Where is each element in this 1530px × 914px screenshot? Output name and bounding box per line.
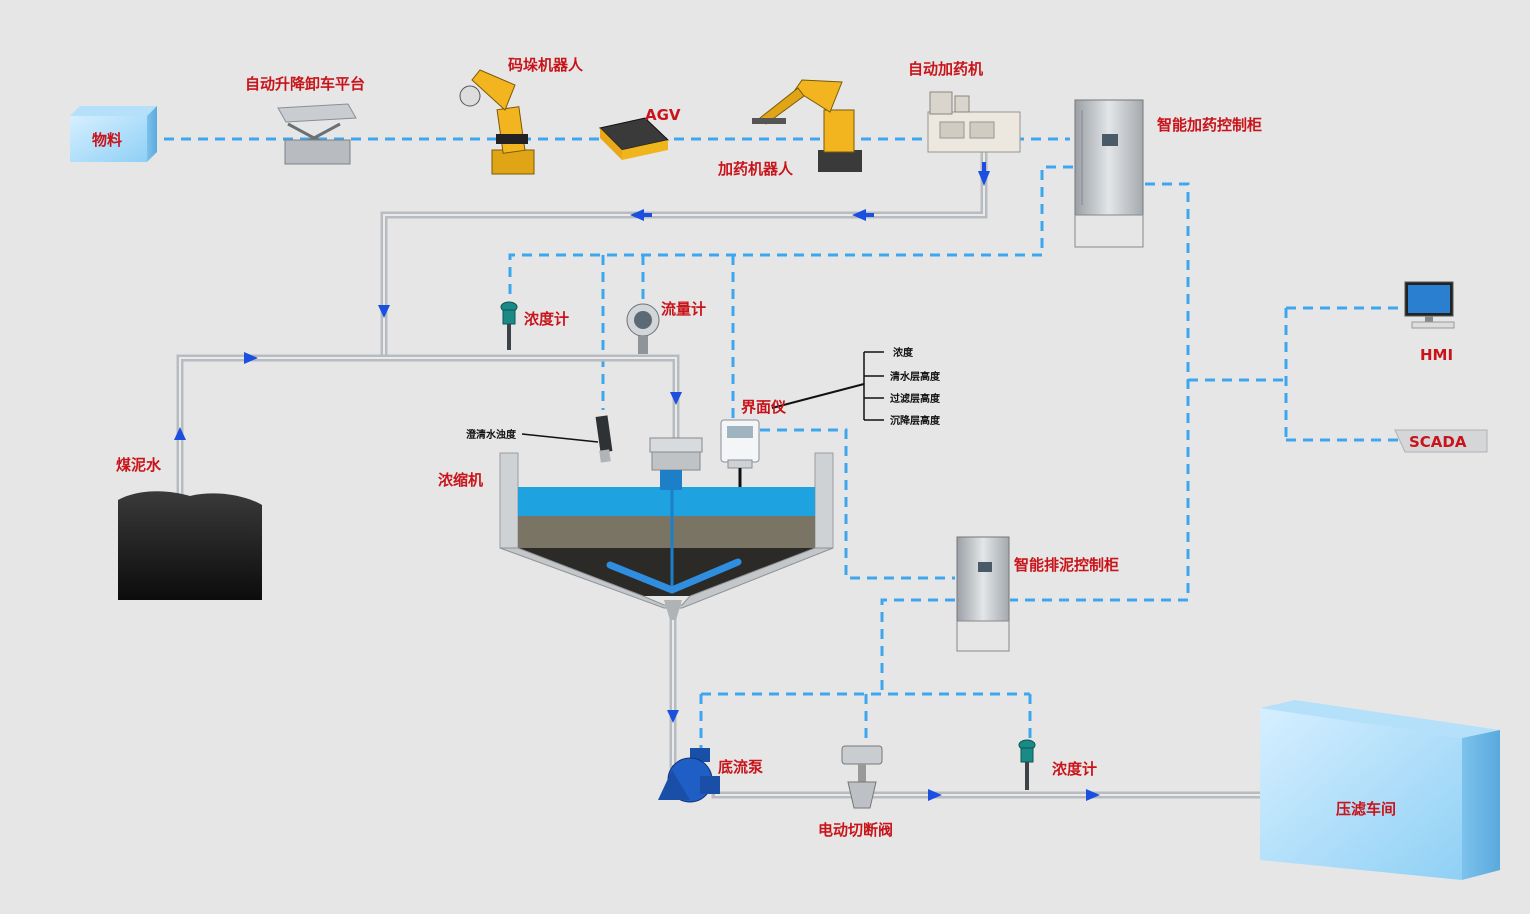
density-meter-icon	[500, 301, 518, 350]
scada-tag-icon	[1394, 429, 1488, 453]
signal-lines	[147, 137, 1405, 748]
robot-arm-icon	[752, 79, 862, 172]
material-label: 物料	[92, 131, 122, 149]
electric-valve-label: 电动切断阀	[818, 821, 893, 839]
arrow-icon	[244, 352, 258, 364]
dosing-robot-label: 加药机器人	[717, 160, 794, 178]
interface-output-concentration: 浓度	[893, 346, 914, 359]
filter-press-box-icon	[1260, 700, 1500, 880]
control-cabinet-icon	[956, 536, 1010, 652]
scada-label: SCADA	[1409, 433, 1467, 451]
coal-pile-icon	[118, 491, 262, 600]
arrow-icon	[630, 209, 652, 221]
arrow-icon	[670, 392, 682, 405]
flow-meter-icon	[626, 303, 660, 354]
arrow-icon	[667, 710, 679, 723]
sludge-cabinet-label: 智能排泥控制柜	[1014, 556, 1119, 574]
agv-label: AGV	[645, 106, 681, 124]
control-cabinet-icon	[1074, 99, 1144, 248]
robot-arm-icon	[459, 69, 535, 175]
interface-meter-label: 界面仪	[741, 398, 787, 416]
density-meter-bottom-label: 浓度计	[1052, 760, 1097, 778]
arrow-icon	[1086, 789, 1100, 801]
pump-icon	[658, 748, 720, 803]
valve-icon	[841, 745, 883, 809]
lift-platform-icon	[277, 103, 357, 165]
lift-platform-label: 自动升降卸车平台	[245, 75, 365, 93]
arrow-icon	[978, 162, 990, 186]
interface-output-filter-layer: 过滤层高度	[890, 392, 941, 405]
thickener-tank-icon	[499, 437, 834, 620]
arrow-icon	[852, 209, 874, 221]
stacking-robot-label: 码垛机器人	[508, 56, 584, 74]
material-box-icon	[70, 106, 157, 162]
arrow-icon	[174, 427, 186, 440]
monitor-icon	[1404, 281, 1455, 329]
interface-output-settle-layer: 沉降层高度	[890, 414, 941, 427]
arrow-icon	[378, 305, 390, 318]
flow-meter-label: 流量计	[661, 300, 706, 318]
arrow-icon	[928, 789, 942, 801]
flow-arrows	[174, 162, 1100, 801]
density-meter-top-label: 浓度计	[524, 310, 569, 328]
coal-slurry-label: 煤泥水	[116, 456, 162, 474]
turbidity-label: 澄清水浊度	[466, 428, 517, 441]
hmi-label: HMI	[1420, 346, 1453, 364]
underflow-pump-label: 底流泵	[718, 758, 763, 776]
thickener-label: 浓缩机	[438, 471, 483, 489]
filter-press-label: 压滤车间	[1336, 800, 1396, 818]
agv-icon	[599, 117, 670, 160]
density-meter-icon	[1018, 739, 1036, 790]
dosing-machine-icon	[927, 91, 1021, 153]
interface-output-clear-layer: 清水层高度	[890, 370, 941, 383]
turbidity-sensor-icon	[521, 415, 613, 463]
dosing-cabinet-label: 智能加药控制柜	[1157, 116, 1262, 134]
auto-dosing-label: 自动加药机	[908, 60, 983, 78]
